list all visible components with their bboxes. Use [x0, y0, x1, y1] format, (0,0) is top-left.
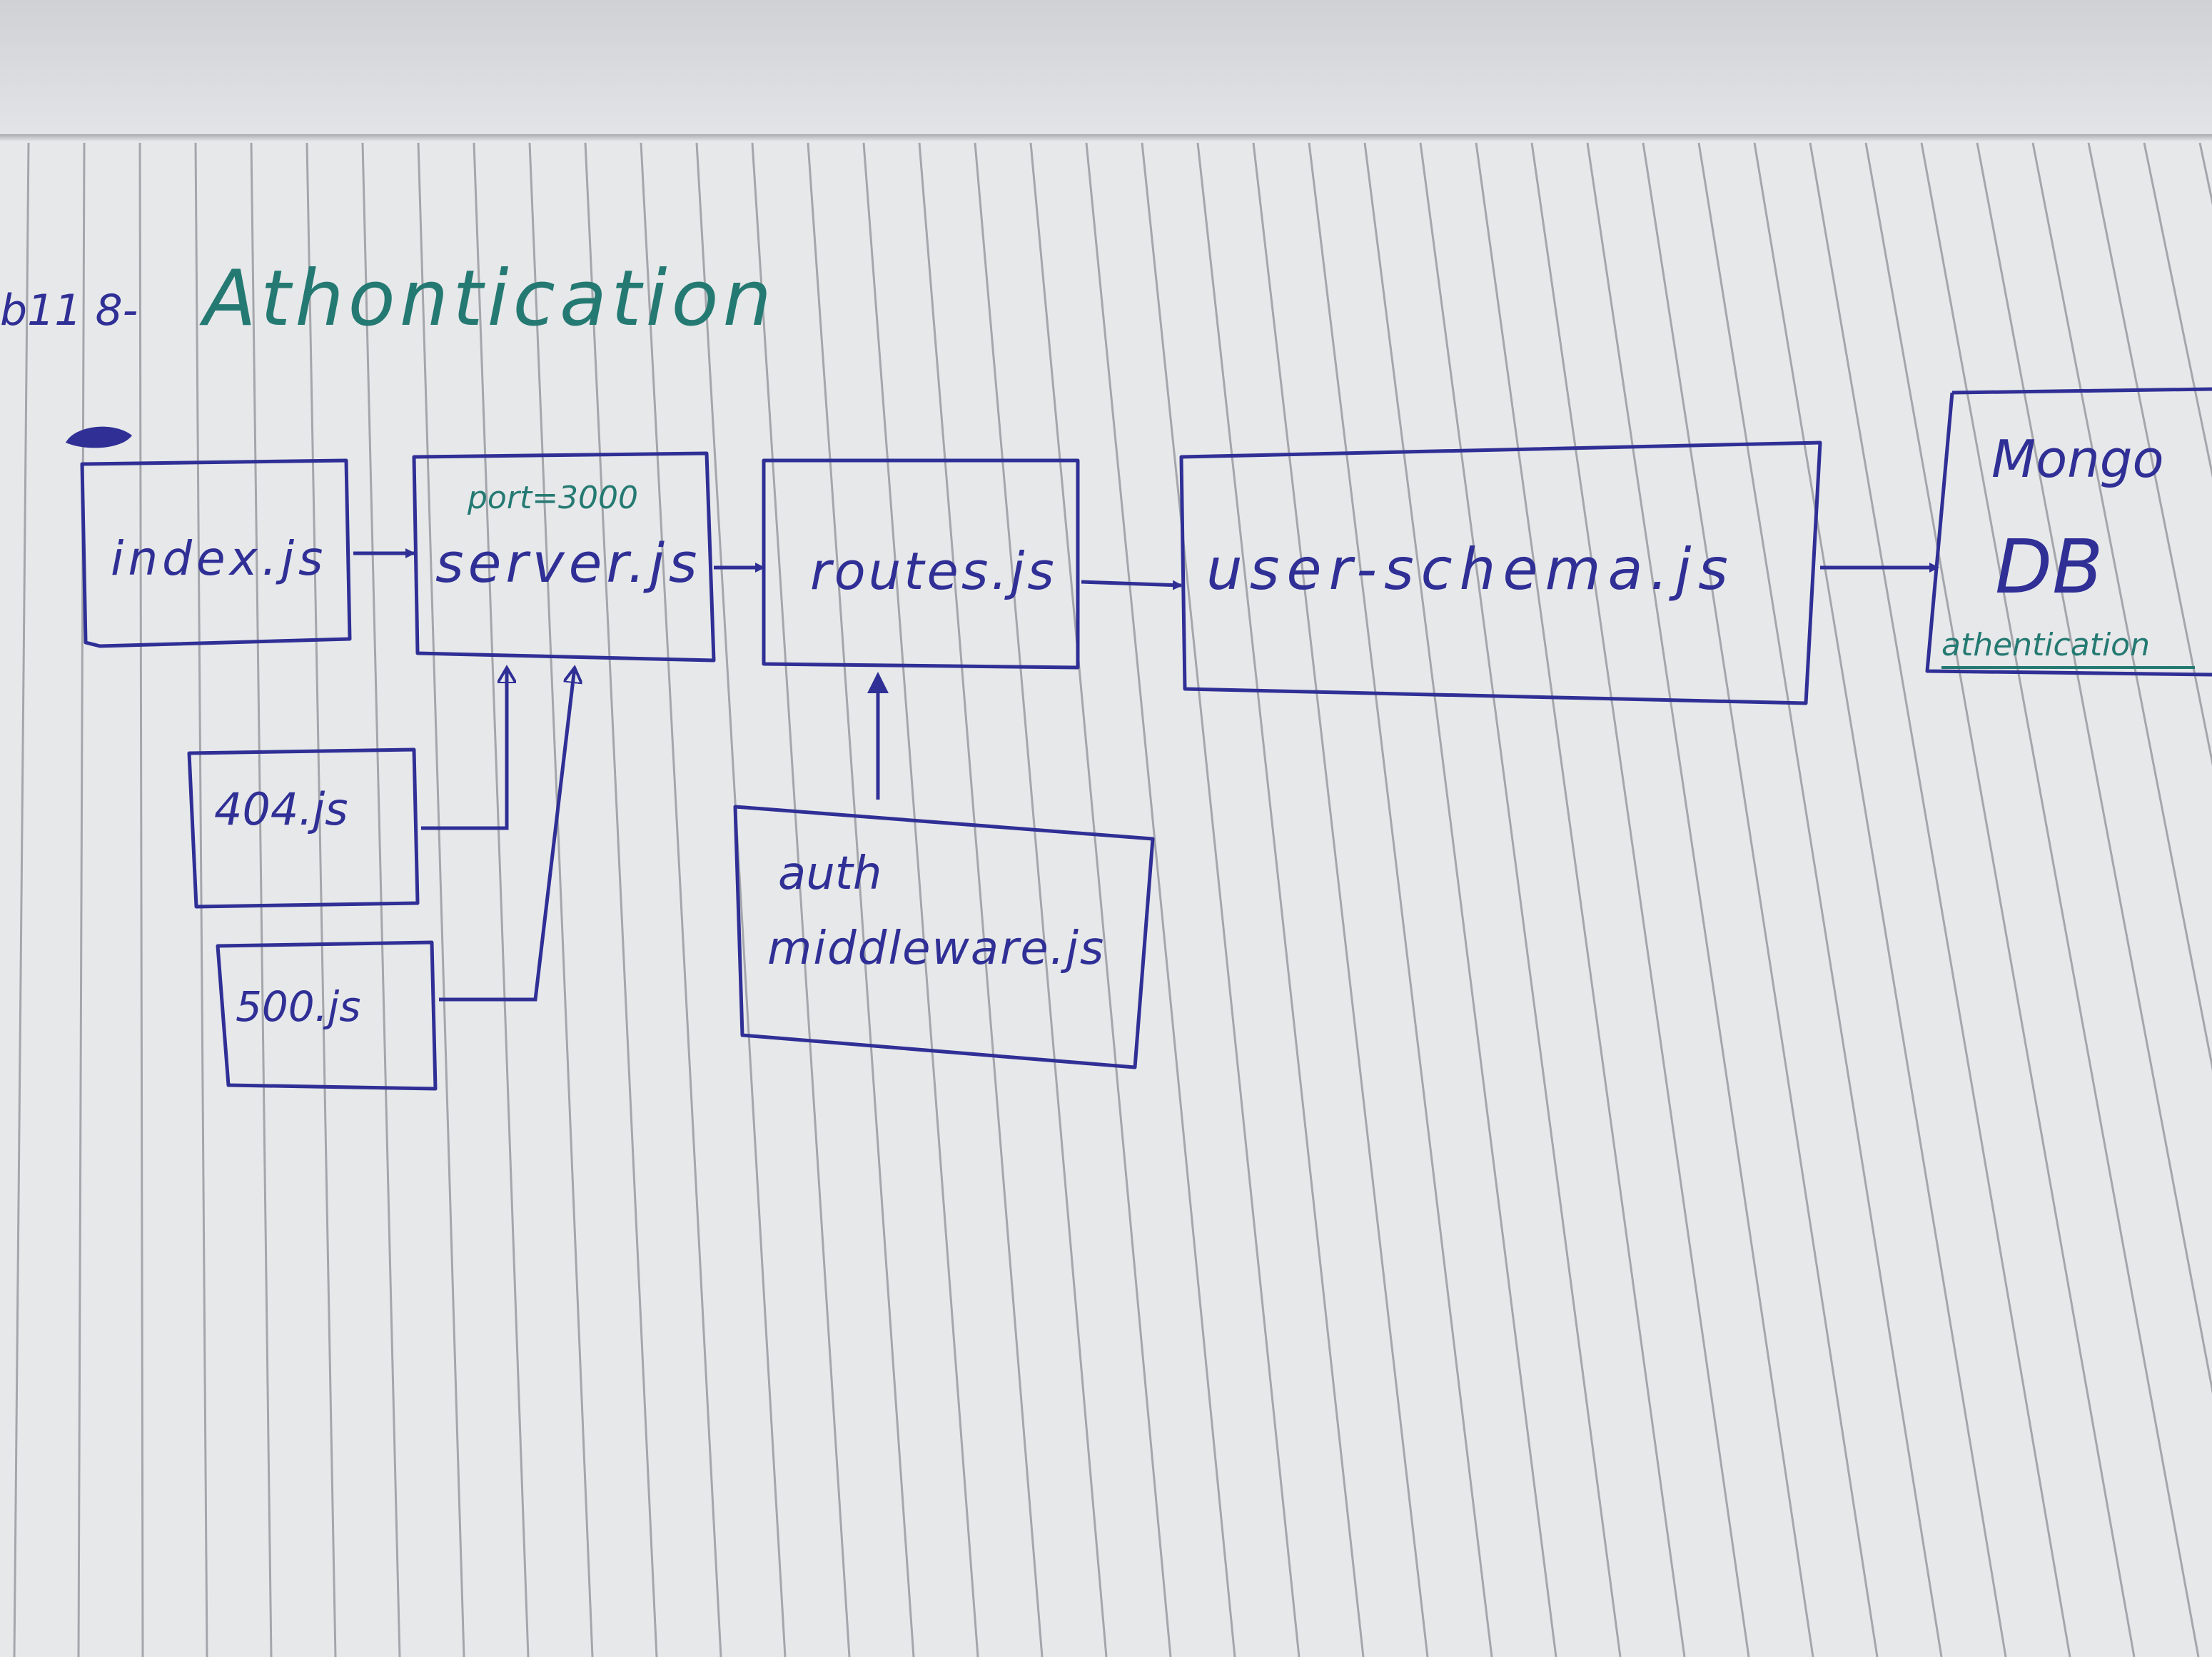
ruled-line — [640, 142, 722, 1657]
arrow-404-to-server — [421, 668, 507, 830]
ruled-line — [1920, 142, 2200, 1657]
ruled-line — [2031, 142, 2212, 1072]
ruled-line — [974, 142, 1108, 1657]
title-prefix: b11 8- — [0, 286, 138, 336]
server-note: port=3000 — [467, 480, 638, 516]
ruled-line — [2198, 142, 2212, 206]
arrow-routes-to-schema — [1081, 580, 1183, 590]
auth-label-line2: middleware.js — [767, 922, 1105, 975]
ruled-line — [361, 142, 401, 1657]
user-schema-label: user-schema.js — [1206, 536, 1735, 603]
ruled-line — [528, 142, 594, 1657]
ruled-line — [1419, 142, 1622, 1657]
ruled-line — [194, 142, 208, 1657]
ruled-line — [1586, 142, 1814, 1657]
ruled-line — [1753, 142, 2007, 1657]
ruled-line — [1085, 142, 1236, 1657]
ruled-line — [1475, 142, 1686, 1657]
ink-mark — [66, 426, 132, 448]
ruled-line — [1697, 142, 1943, 1657]
ruled-line — [2087, 142, 2212, 767]
ruled-line — [305, 142, 337, 1657]
error-500-label: 500.js — [236, 982, 360, 1031]
ruled-line — [807, 142, 915, 1657]
server-box — [412, 451, 716, 663]
ruled-line — [473, 142, 530, 1657]
ruled-line — [1029, 142, 1172, 1657]
ruled-line — [584, 142, 658, 1657]
ruled-line — [77, 142, 86, 1657]
ruled-line — [2143, 142, 2212, 478]
title-text: Athontication — [199, 254, 776, 343]
ruled-line — [417, 142, 465, 1657]
routes-box — [762, 458, 1080, 670]
user-schema-box — [1179, 440, 1822, 705]
ruled-line — [1196, 142, 1365, 1657]
ruled-line — [1976, 142, 2212, 1394]
auth-label-line1: auth — [778, 847, 882, 900]
auth-middleware-box — [733, 805, 1155, 1069]
ruled-line — [1530, 142, 1750, 1657]
mongodb-note: athentication — [1941, 627, 2150, 663]
ruled-lines — [13, 142, 2212, 1657]
ruled-line — [1308, 142, 1493, 1657]
ruled-line — [862, 142, 979, 1657]
ruled-line — [695, 142, 787, 1657]
paper-top-sheet — [0, 0, 2212, 136]
paper-edge-shadow — [0, 134, 2212, 141]
ruled-line — [13, 142, 30, 1657]
mongodb-label-line1: Mongo — [1991, 429, 2164, 489]
ruled-line — [138, 142, 144, 1657]
ruled-line — [1642, 142, 1879, 1657]
ruled-line — [918, 142, 1044, 1657]
ruled-line — [1363, 142, 1557, 1657]
ruled-line — [1141, 142, 1301, 1657]
ruled-line — [751, 142, 851, 1657]
ruled-line — [1252, 142, 1429, 1657]
error-404-label: 404.js — [214, 783, 348, 835]
server-label: server.js — [435, 531, 701, 595]
mongodb-label-line2: DB — [1995, 523, 2103, 610]
ruled-line — [1809, 142, 2071, 1657]
error-500-box — [216, 940, 438, 1091]
ruled-line — [1864, 142, 2136, 1657]
arrow-500-to-server — [439, 668, 575, 1002]
routes-label: routes.js — [810, 541, 1057, 601]
ruled-line — [250, 142, 273, 1657]
index-box — [80, 458, 352, 648]
index-label: index.js — [111, 531, 327, 586]
mongodb-box — [1925, 387, 2212, 677]
error-404-box — [187, 747, 420, 909]
